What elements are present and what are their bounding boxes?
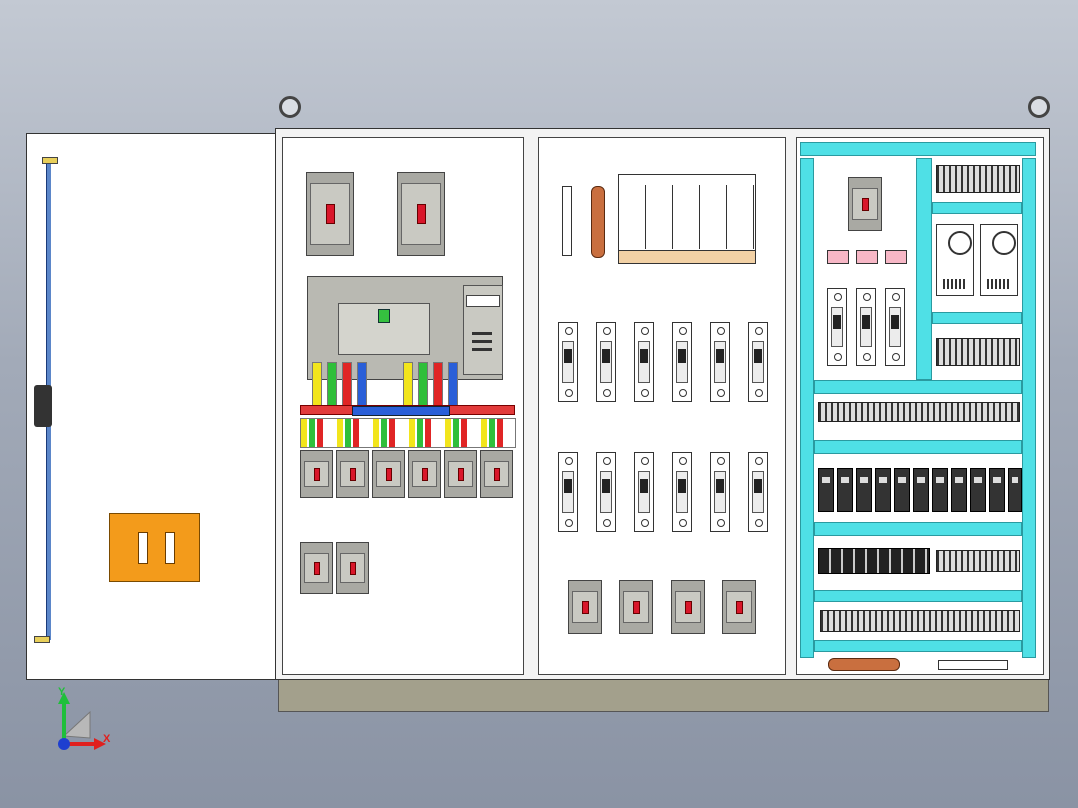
cable-duct: [814, 522, 1022, 536]
terminal-strip: [818, 402, 1020, 422]
branch-breaker[interactable]: [300, 450, 333, 498]
relay[interactable]: [913, 468, 929, 512]
fuse-holder[interactable]: [748, 322, 768, 402]
spare-breaker[interactable]: [300, 542, 333, 594]
fuse-holder[interactable]: [596, 452, 616, 532]
triad-x-label: X: [103, 733, 111, 745]
branch-breaker[interactable]: [480, 450, 513, 498]
main-breaker[interactable]: [397, 172, 445, 256]
fuse-holder[interactable]: [596, 322, 616, 402]
branch-breaker[interactable]: [408, 450, 441, 498]
relay[interactable]: [1008, 468, 1022, 512]
ground-bar: [938, 660, 1008, 670]
axis-triad-icon: [58, 692, 106, 750]
cable-duct: [932, 312, 1022, 324]
fuse-holder[interactable]: [672, 452, 692, 532]
capacitor-bank: [618, 174, 756, 264]
control-breaker[interactable]: [848, 177, 882, 231]
spare-breaker[interactable]: [336, 542, 369, 594]
mini-fuse: [885, 250, 907, 264]
cable-duct: [916, 158, 932, 380]
wire: [403, 362, 413, 406]
rod-bottom-cap: [34, 636, 50, 643]
triad-y-label: Y: [58, 686, 66, 698]
feeder-breaker[interactable]: [619, 580, 653, 634]
cable-duct: [814, 440, 1022, 454]
mini-fuse: [827, 250, 849, 264]
branch-breaker[interactable]: [372, 450, 405, 498]
cable-duct: [1022, 158, 1036, 658]
terminal-strip: [936, 165, 1020, 193]
wire: [357, 362, 367, 406]
terminal-strip: [936, 550, 1020, 572]
power-supply[interactable]: [980, 224, 1018, 296]
cable-duct: [932, 202, 1022, 214]
relay[interactable]: [818, 468, 834, 512]
branch-breaker[interactable]: [336, 450, 369, 498]
lifting-eye-icon: [1028, 96, 1050, 118]
door-lock-icon[interactable]: [109, 513, 200, 582]
feeder-breaker[interactable]: [722, 580, 756, 634]
branch-breaker[interactable]: [444, 450, 477, 498]
contactor[interactable]: [885, 288, 905, 366]
fuse-holder[interactable]: [710, 452, 730, 532]
relay[interactable]: [989, 468, 1005, 512]
fuse-holder[interactable]: [634, 452, 654, 532]
main-breaker[interactable]: [306, 172, 354, 256]
cable-duct: [800, 142, 1036, 156]
feeder-breaker[interactable]: [568, 580, 602, 634]
neutral-busbar: [352, 406, 450, 416]
triad-x-arrow: [94, 738, 106, 750]
relay[interactable]: [932, 468, 948, 512]
mini-fuse: [856, 250, 878, 264]
wire: [418, 362, 428, 406]
fuse-holder[interactable]: [672, 322, 692, 402]
relay[interactable]: [856, 468, 872, 512]
fuse-holder[interactable]: [558, 322, 578, 402]
branch-wires: [300, 418, 516, 448]
feeder-breaker[interactable]: [671, 580, 705, 634]
wire: [342, 362, 352, 406]
cabinet-plinth: [278, 678, 1049, 712]
triad-y-arrow: [58, 692, 70, 704]
plc-module[interactable]: [818, 548, 930, 574]
contactor[interactable]: [827, 288, 847, 366]
cable-duct: [814, 640, 1022, 652]
relay[interactable]: [970, 468, 986, 512]
cable-duct: [814, 380, 1022, 394]
fuse-holder[interactable]: [634, 322, 654, 402]
triad-origin: [58, 738, 70, 750]
wire: [448, 362, 458, 406]
wire: [327, 362, 337, 406]
rod-top-cap: [42, 157, 58, 164]
fuse-holder[interactable]: [748, 452, 768, 532]
relay[interactable]: [837, 468, 853, 512]
terminal-strip: [820, 610, 1020, 632]
terminal-strip: [936, 338, 1020, 366]
lifting-eye-icon: [279, 96, 301, 118]
relay[interactable]: [951, 468, 967, 512]
relay[interactable]: [894, 468, 910, 512]
contactor[interactable]: [856, 288, 876, 366]
relay[interactable]: [875, 468, 891, 512]
door-handle-icon[interactable]: [34, 385, 52, 427]
fuse-holder[interactable]: [558, 452, 578, 532]
cable-duct: [800, 158, 814, 658]
copper-bar: [828, 658, 900, 671]
copper-bar: [591, 186, 605, 258]
power-supply[interactable]: [936, 224, 974, 296]
fuse-holder[interactable]: [710, 322, 730, 402]
cable-duct: [814, 590, 1022, 602]
wire: [433, 362, 443, 406]
wire: [312, 362, 322, 406]
terminal-block: [562, 186, 572, 256]
cabinet-door[interactable]: [26, 133, 276, 680]
